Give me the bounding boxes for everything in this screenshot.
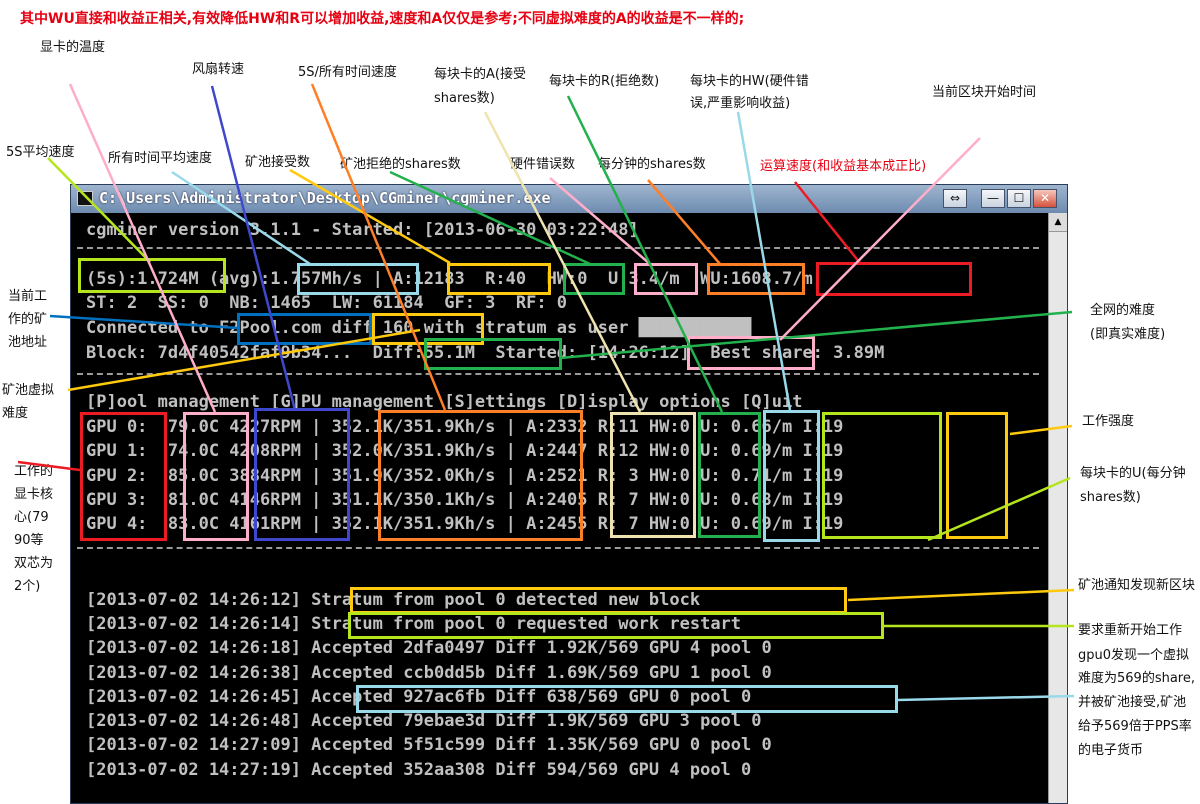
label-gpu0-share-1: gpu0发现一个虚拟 xyxy=(1078,648,1190,663)
label-speed-5s-all: 5S/所有时间速度 xyxy=(298,65,397,80)
label-gpu-core-2: 显卡核 xyxy=(14,487,54,502)
label-net-diff-2: (即真实难度) xyxy=(1090,327,1166,342)
highlight-network-diff xyxy=(424,338,562,370)
gpu-row: GPU 0: 79.0C 4227RPM | 352.1K/351.9Kh/s … xyxy=(86,417,844,437)
label-gpu0-share-3: 并被矿池接受,矿池 xyxy=(1078,695,1187,710)
label-u-per-card-2: shares数) xyxy=(1080,490,1141,505)
st-line: ST: 2 SS: 0 NB: 1465 LW: 61184 GF: 3 RF:… xyxy=(86,293,568,313)
label-hw-per-card-2: 误,严重影响收益) xyxy=(690,96,791,111)
maximize-button[interactable]: ☐ xyxy=(1007,189,1031,208)
close-button[interactable]: ✕ xyxy=(1033,189,1057,208)
gpu-row: GPU 4: 83.0C 4161RPM | 352.1K/351.9Kh/s … xyxy=(86,514,844,534)
version-line: cgminer version 3.1.1 - Started: [2013-0… xyxy=(86,220,639,240)
console-icon xyxy=(77,191,93,206)
highlight-shares-per-min xyxy=(707,263,805,295)
label-hw-per-card-1: 每块卡的HW(硬件错 xyxy=(690,74,809,89)
highlight-gpu-speed xyxy=(378,410,583,541)
label-pool-vdiff-1: 矿池虚拟 xyxy=(2,383,55,398)
label-pool-rejected: 矿池拒绝的shares数 xyxy=(340,157,461,172)
highlight-new-block-log xyxy=(350,587,847,614)
highlight-gpu-rejected xyxy=(698,412,761,538)
label-pool-addr-1: 当前工 xyxy=(8,289,48,304)
separator xyxy=(77,547,1039,549)
label-net-diff-1: 全网的难度 xyxy=(1090,303,1156,318)
highlight-pool-rejected xyxy=(563,263,625,295)
log-line: [2013-07-02 14:27:09] Accepted 5f51c599 … xyxy=(86,735,772,755)
highlight-gpu-hw xyxy=(763,410,820,542)
highlight-pool-address xyxy=(237,313,372,345)
label-pool-addr-3: 池地址 xyxy=(8,335,48,350)
highlight-avg-speed xyxy=(297,263,419,295)
label-gpu0-share-4: 给予569倍于PPS率 xyxy=(1078,719,1192,734)
minimize-button[interactable]: — xyxy=(981,189,1005,208)
separator xyxy=(77,247,1039,249)
highlight-restart-log xyxy=(348,612,884,639)
highlight-fan-rpm xyxy=(254,408,350,541)
label-pool-accepted: 矿池接受数 xyxy=(245,155,311,170)
highlight-accepted-log xyxy=(356,685,898,713)
gpu-row: GPU 2: 85.0C 3884RPM | 351.9K/352.0Kh/s … xyxy=(86,466,844,486)
label-gpu-core-1: 工作的 xyxy=(14,464,54,479)
headline: 其中WU直接和收益正相关,有效降低HW和R可以增加收益,速度和A仅仅是参考;不同… xyxy=(20,11,745,27)
scroll-up-arrow-icon[interactable]: ▲ xyxy=(1049,213,1067,232)
highlight-gpu-intensity xyxy=(946,412,1008,539)
separator xyxy=(77,373,1039,375)
title-bar[interactable]: C:\Users\Administrator\Desktop\CGminer\c… xyxy=(71,185,1067,213)
label-restart-work: 要求重新开始工作 xyxy=(1078,623,1183,638)
highlight-pool-accepted xyxy=(447,263,551,295)
label-avg-all: 所有时间平均速度 xyxy=(108,151,213,166)
label-gpu-temp: 显卡的温度 xyxy=(40,40,106,55)
label-hw-errors: 硬件错误数 xyxy=(510,157,576,172)
label-block-start-time: 当前区块开始时间 xyxy=(932,85,1037,100)
label-gpu0-share-2: 难度为569的share, xyxy=(1078,671,1195,686)
vertical-scrollbar[interactable]: ▲ xyxy=(1048,213,1067,803)
label-avg-5s: 5S平均速度 xyxy=(6,145,75,160)
highlight-gpu-u xyxy=(822,412,942,539)
label-new-block: 矿池通知发现新区块 xyxy=(1078,578,1196,593)
window-title: C:\Users\Administrator\Desktop\CGminer\c… xyxy=(99,189,551,207)
highlight-gpu-names xyxy=(80,412,167,541)
label-gpu-core-6: 2个) xyxy=(14,579,41,594)
label-shares-per-min: 每分钟的shares数 xyxy=(598,157,706,172)
label-gpu0-share-5: 的电子货币 xyxy=(1078,743,1144,758)
highlight-work-utility xyxy=(816,262,972,296)
highlight-gpu-accepted xyxy=(610,412,696,538)
highlight-5s-speed xyxy=(78,258,226,293)
label-accepted-per-card-1: 每块卡的A(接受 xyxy=(434,67,526,82)
label-pool-vdiff-2: 难度 xyxy=(2,406,29,421)
label-gpu-core-5: 双芯为 xyxy=(14,556,54,571)
log-line: [2013-07-02 14:26:12] Stratum from pool … xyxy=(86,590,701,610)
highlight-block-start-time xyxy=(687,336,815,370)
label-accepted-per-card-2: shares数) xyxy=(434,91,495,106)
log-line: [2013-07-02 14:26:18] Accepted 2dfa0497 … xyxy=(86,638,772,658)
label-u-per-card-1: 每块卡的U(每分钟 xyxy=(1080,466,1186,481)
log-line: [2013-07-02 14:26:14] Stratum from pool … xyxy=(86,614,742,634)
label-work-utility: 运算速度(和收益基本成正比) xyxy=(760,159,927,174)
log-line: [2013-07-02 14:27:19] Accepted 352aa308 … xyxy=(86,760,752,780)
resize-button[interactable]: ⇔ xyxy=(943,189,967,208)
log-line: [2013-07-02 14:26:38] Accepted ccb0dd5b … xyxy=(86,663,772,683)
label-gpu-core-3: 心(79 xyxy=(14,510,49,525)
label-intensity: 工作强度 xyxy=(1082,414,1135,429)
label-rejected-per-card: 每块卡的R(拒绝数) xyxy=(549,74,660,89)
highlight-hw-errors xyxy=(634,263,698,295)
log-line: [2013-07-02 14:26:45] Accepted 927ac6fb … xyxy=(86,687,752,707)
label-fan-speed: 风扇转速 xyxy=(192,62,245,77)
log-line: [2013-07-02 14:26:48] Accepted 79ebae3d … xyxy=(86,711,762,731)
highlight-gpu-temps xyxy=(183,412,249,541)
label-gpu-core-4: 90等 xyxy=(14,533,44,548)
label-pool-addr-2: 作的矿 xyxy=(8,312,48,327)
